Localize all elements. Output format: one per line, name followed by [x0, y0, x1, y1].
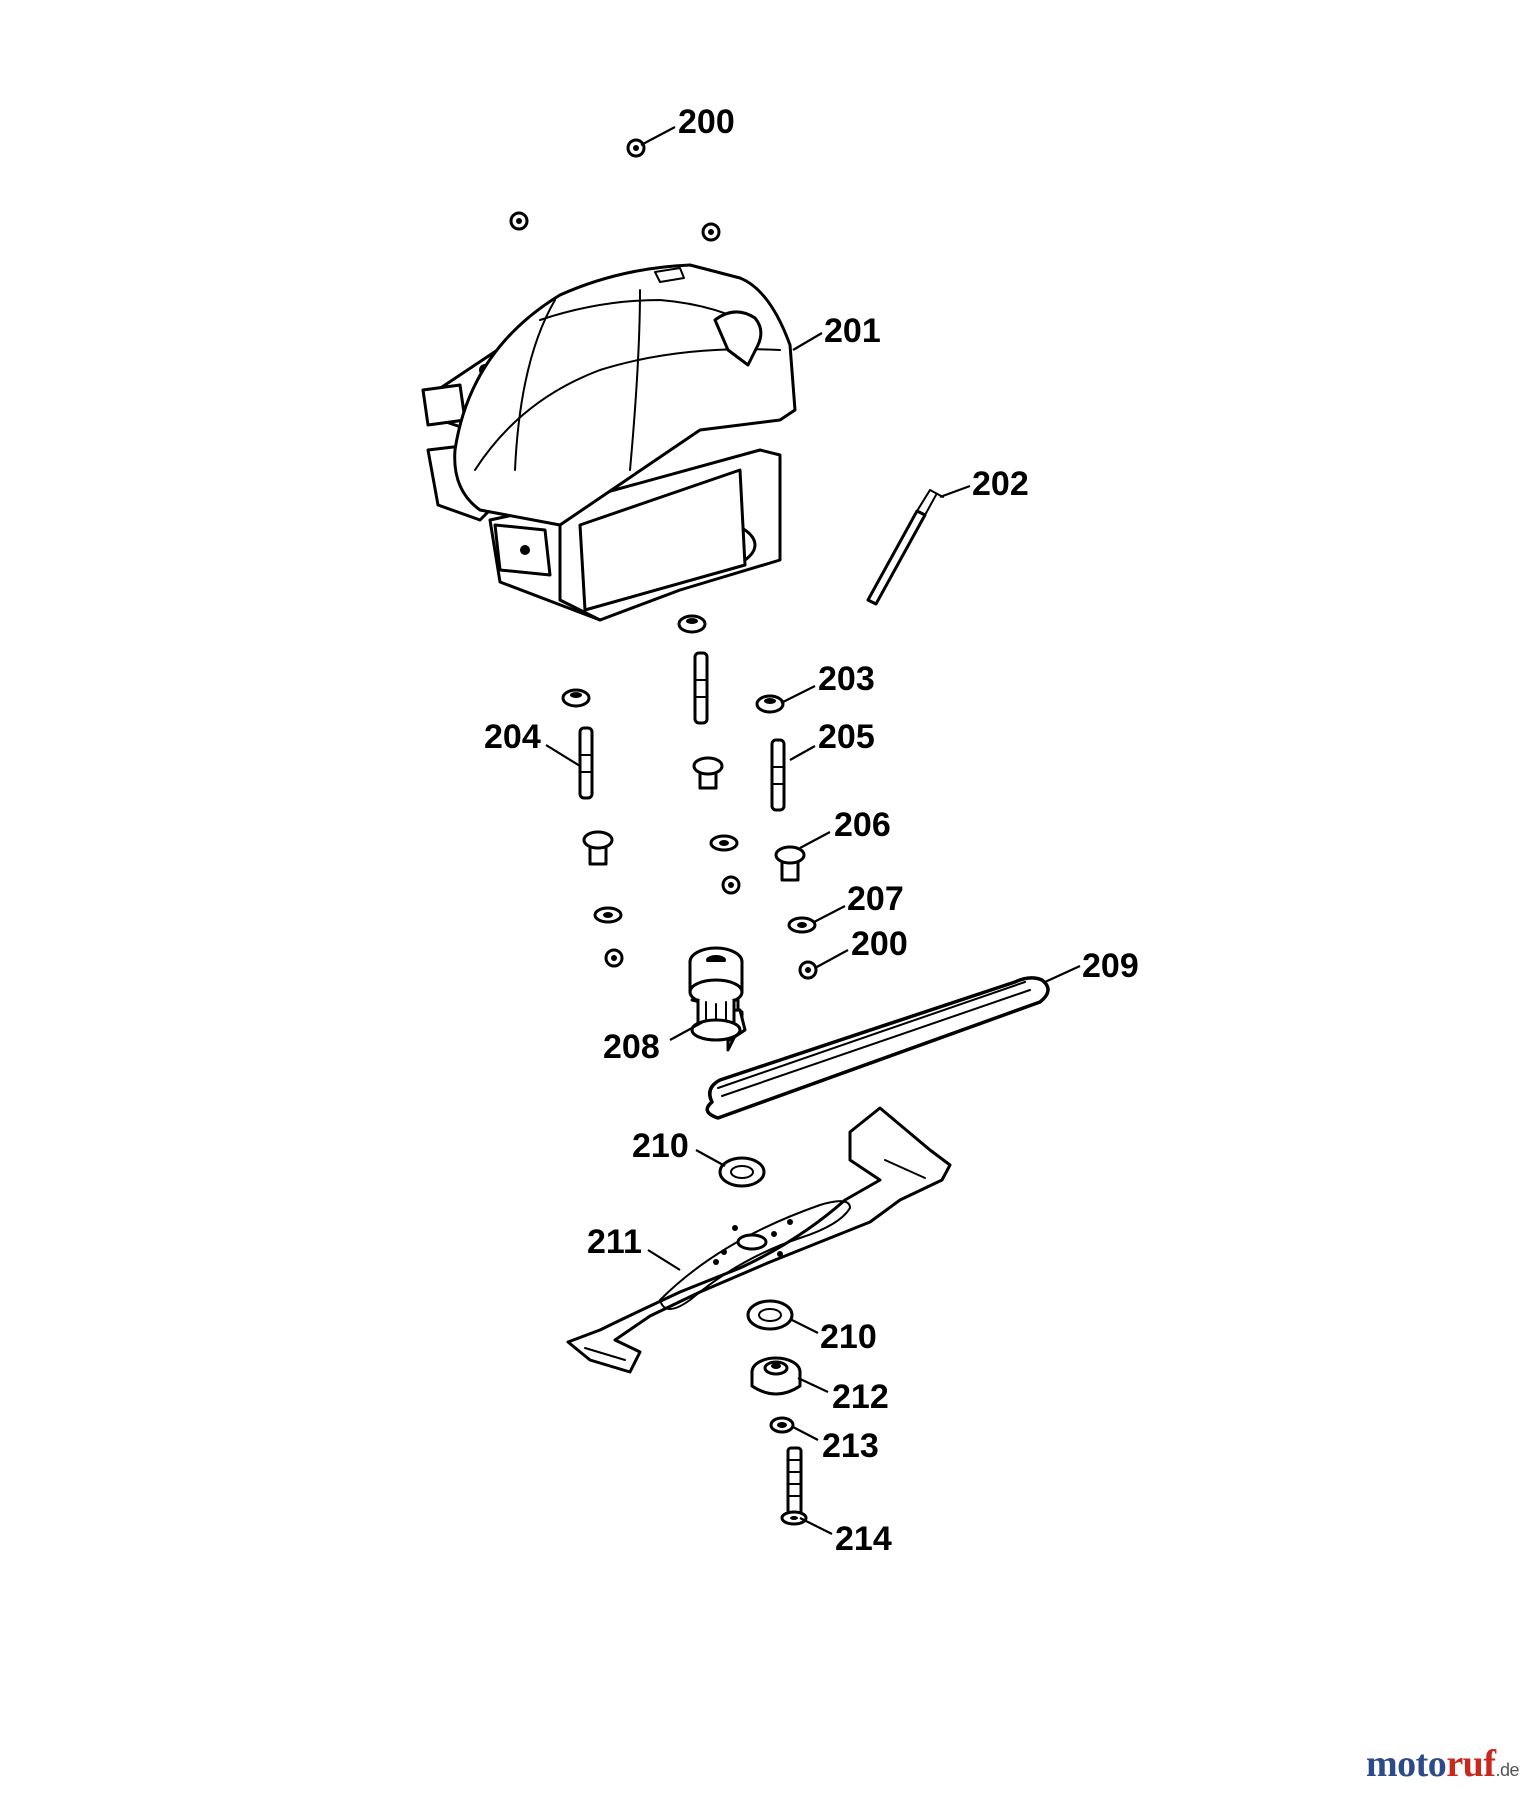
washer-210-top — [718, 1156, 766, 1188]
pulley-208 — [688, 946, 747, 1052]
right-stud-assembly — [755, 694, 818, 980]
nut-200-top — [509, 138, 721, 242]
label-200-top: 200 — [678, 103, 735, 141]
label-210-bottom: 210 — [820, 1318, 877, 1356]
label-211: 211 — [587, 1223, 642, 1261]
center-stud-assembly — [677, 614, 741, 895]
label-208: 208 — [603, 1028, 660, 1066]
watermark-logo: motoruf.de — [1366, 1742, 1519, 1786]
label-204: 204 — [484, 718, 541, 756]
label-214: 214 — [835, 1520, 892, 1558]
rod-202 — [866, 489, 944, 606]
label-203: 203 — [818, 660, 875, 698]
watermark-accent: ruf — [1446, 1743, 1496, 1785]
washer-213 — [769, 1416, 795, 1434]
hub-212 — [750, 1356, 802, 1396]
label-212: 212 — [832, 1378, 889, 1416]
label-205: 205 — [818, 718, 875, 756]
label-207: 207 — [847, 880, 904, 918]
blade-211 — [566, 1106, 952, 1374]
bolt-214 — [780, 1446, 808, 1526]
label-210-top: 210 — [632, 1127, 689, 1165]
watermark-tld: .de — [1495, 1760, 1519, 1780]
label-206: 206 — [834, 806, 891, 844]
belt-209 — [705, 976, 1050, 1120]
label-200-mid: 200 — [851, 925, 908, 963]
engine-201 — [421, 263, 797, 622]
label-209: 209 — [1082, 947, 1139, 985]
watermark-main: moto — [1366, 1743, 1447, 1785]
washer-210-bottom — [746, 1299, 794, 1331]
left-stud-assembly — [561, 688, 624, 968]
label-201: 201 — [824, 312, 881, 350]
label-213: 213 — [822, 1427, 879, 1465]
part-labels: 200 201 202 203 204 205 206 207 200 208 … — [484, 103, 1139, 1558]
label-202: 202 — [972, 465, 1029, 503]
leader-lines — [545, 126, 1081, 1535]
